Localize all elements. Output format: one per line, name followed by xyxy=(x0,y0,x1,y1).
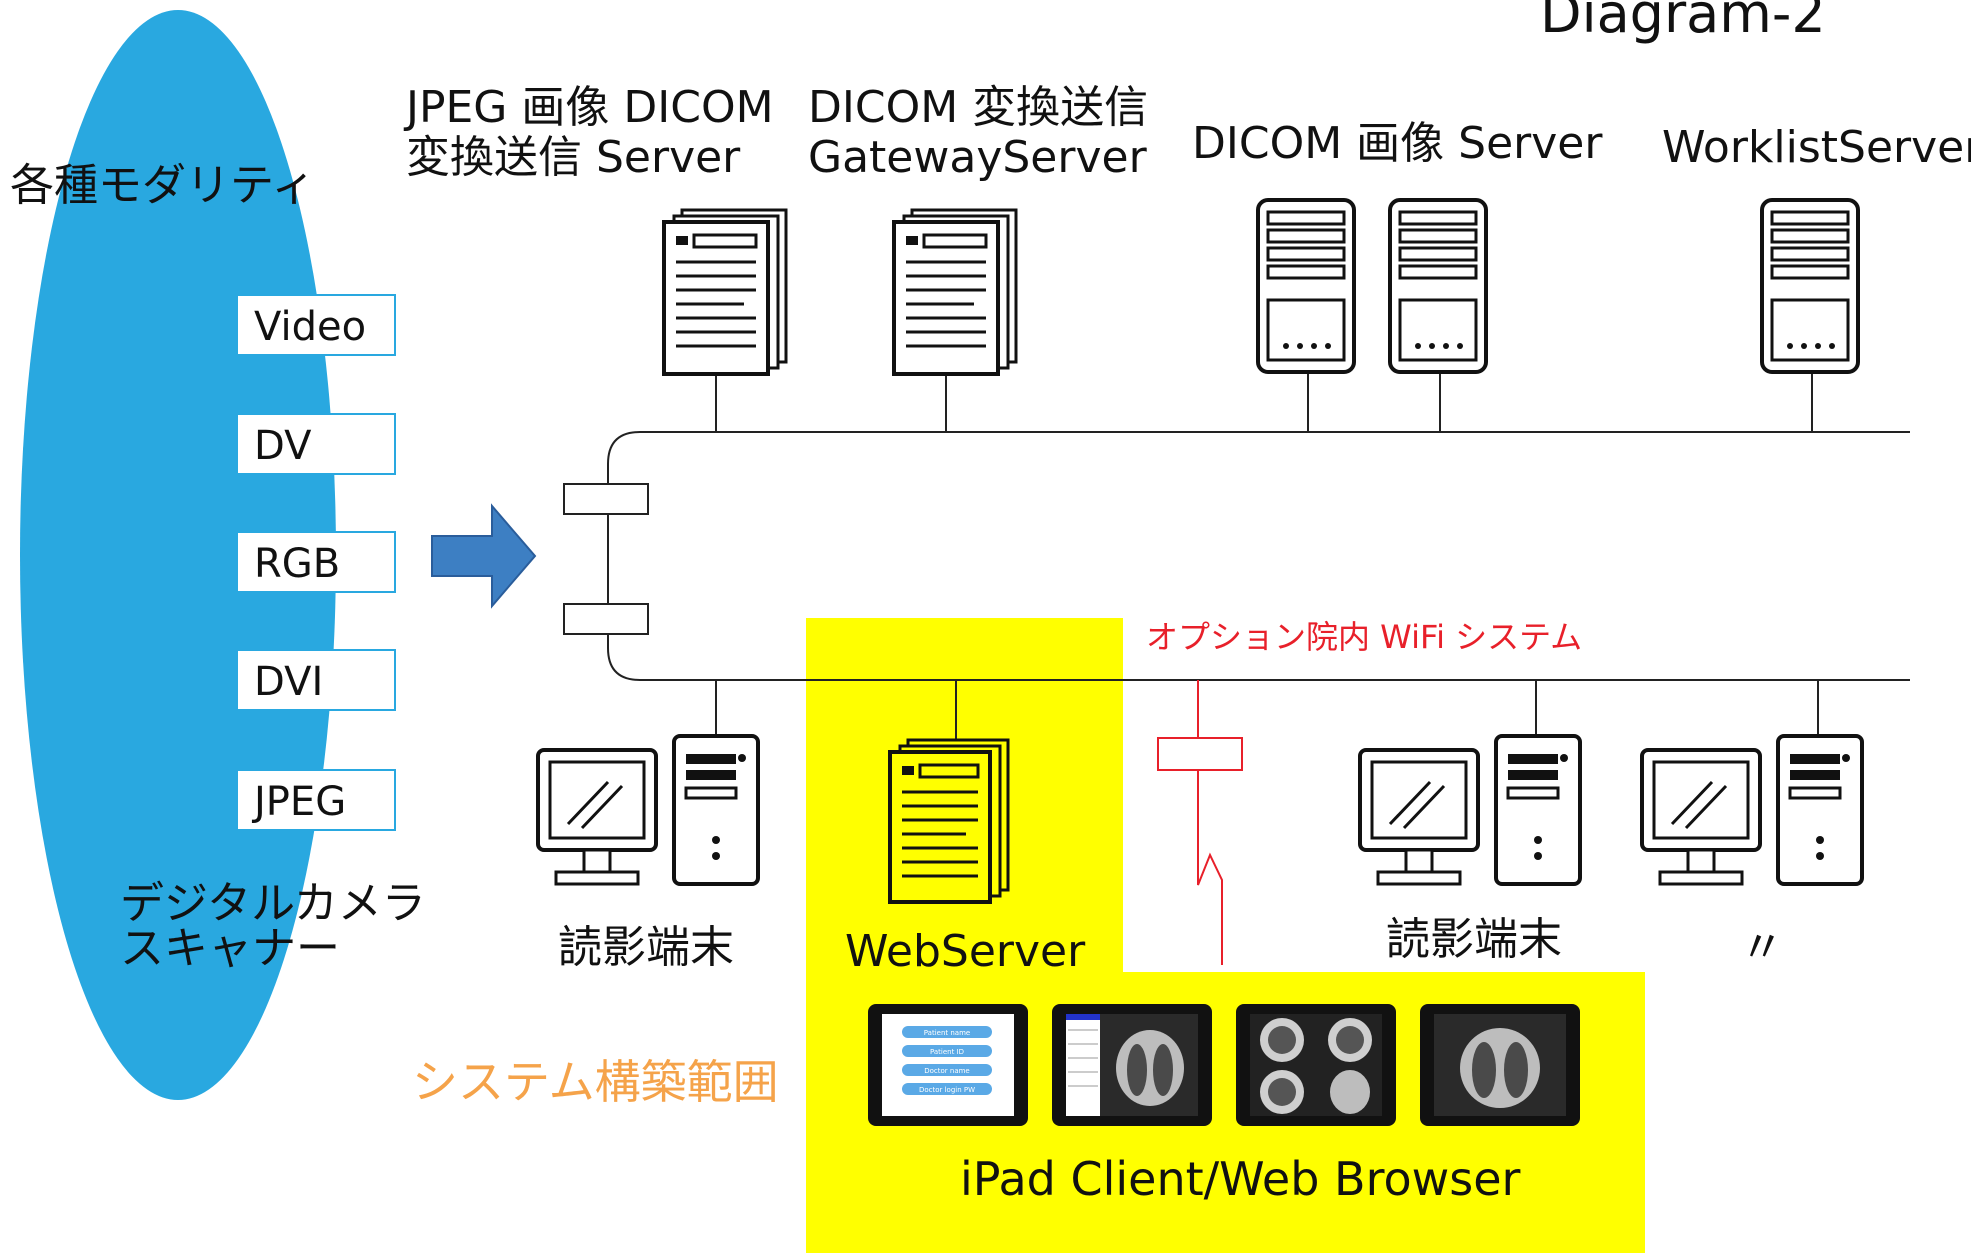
reading-terminal-icon-3 xyxy=(1640,734,1864,886)
ipad-screen-ct-grid xyxy=(1236,1004,1396,1126)
ditto-mark: 〃 xyxy=(1740,922,1784,973)
modality-input-label: DV xyxy=(254,423,312,469)
wifi-antenna-icon xyxy=(1157,680,1243,965)
system-scope-label: システム構築範囲 xyxy=(412,1055,779,1109)
ipad-login-field: Patient ID xyxy=(902,1045,992,1057)
ipad-login-field: Doctor login PW xyxy=(902,1083,992,1095)
ipad-login-field-label: Patient ID xyxy=(930,1048,964,1056)
modality-input-rgb: RGB xyxy=(236,531,396,593)
modality-footer-line2: スキャナー xyxy=(120,923,340,974)
reading-terminal-icon-2 xyxy=(1358,734,1582,886)
server-label-jpeg-dicom-1: JPEG 画像 DICOM xyxy=(403,82,774,133)
webserver-icon xyxy=(888,738,1010,904)
dicom-image-server-icon-2 xyxy=(1388,198,1488,374)
modality-input-label: Video xyxy=(254,304,366,350)
modality-heading: 各種モダリティ xyxy=(10,160,315,211)
ipad-screen-viewer-xray xyxy=(1420,1004,1580,1126)
ipad-login-field: Doctor name xyxy=(902,1064,992,1076)
server-label-gateway-2: GatewayServer xyxy=(808,132,1148,183)
modality-input-label: RGB xyxy=(254,541,340,587)
bus-connector-top xyxy=(563,483,649,515)
server-label-jpeg-dicom-2: 変換送信 Server xyxy=(406,132,741,183)
modality-input-label: DVI xyxy=(254,659,323,705)
lower-drop-lines xyxy=(715,680,1819,740)
server-label-worklist: WorklistServer xyxy=(1662,122,1971,173)
ipad-client-label: iPad Client/Web Browser xyxy=(960,1152,1521,1206)
server-label-gateway-1: DICOM 変換送信 xyxy=(808,82,1148,133)
ipad-login-field-label: Doctor login PW xyxy=(919,1086,975,1094)
network-bus-upper xyxy=(607,431,1910,681)
input-arrow xyxy=(431,503,537,609)
modality-input-dv: DV xyxy=(236,413,396,475)
webserver-label: WebServer xyxy=(845,926,1086,977)
bus-connector-bottom xyxy=(563,603,649,635)
reading-terminal-label-2: 読影端末 xyxy=(1386,914,1562,965)
ipad-screen-viewer-list xyxy=(1052,1004,1212,1126)
worklist-server-icon xyxy=(1760,198,1860,374)
ipad-login-field: Patient name xyxy=(902,1026,992,1038)
diagram-title: Diagram-2 xyxy=(1540,0,1826,45)
server-label-dicom-image: DICOM 画像 Server xyxy=(1192,118,1603,169)
modality-input-jpeg: JPEG xyxy=(236,769,396,831)
gateway-server-icon xyxy=(892,208,1018,376)
ipad-login-field-label: Patient name xyxy=(924,1029,970,1037)
modality-input-video: Video xyxy=(236,294,396,356)
upper-drop-lines xyxy=(715,372,1813,432)
modality-input-label: JPEG xyxy=(251,779,346,825)
dicom-image-server-icon-1 xyxy=(1256,198,1356,374)
modality-footer-line1: デジタルカメラ xyxy=(120,878,426,929)
jpeg-dicom-server-icon xyxy=(662,208,788,376)
ipad-login-field-label: Doctor name xyxy=(924,1067,970,1075)
ipad-screen-login: Patient name Patient ID Doctor name Doct… xyxy=(868,1004,1028,1126)
reading-terminal-label-1: 読影端末 xyxy=(558,922,734,973)
wifi-system-label: オプション院内 WiFi システム xyxy=(1146,618,1582,656)
modality-input-dvi: DVI xyxy=(236,649,396,711)
reading-terminal-icon-1 xyxy=(536,734,760,886)
